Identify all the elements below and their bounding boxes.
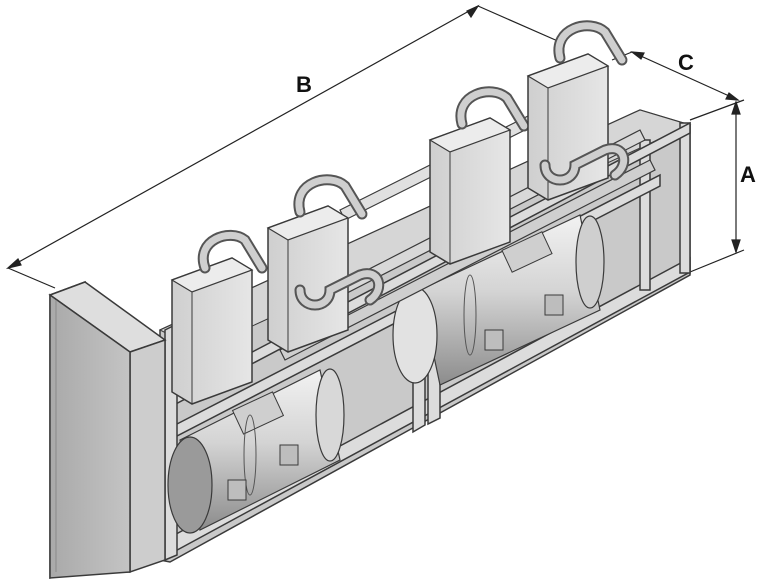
- dimension-a-label: A: [740, 162, 756, 187]
- compressor-3: [428, 86, 530, 265]
- heat-exchanger-right: [392, 214, 605, 386]
- discharge-pipes: [294, 143, 630, 311]
- dimension-b-label: B: [296, 72, 312, 97]
- heat-exchanger-left: [167, 368, 345, 534]
- compressor-2: [266, 174, 368, 353]
- control-panel: [48, 280, 167, 579]
- dimension-c: [611, 51, 740, 101]
- dimension-b: [5, 4, 561, 289]
- compressor-1: [170, 229, 268, 405]
- dimension-a: [689, 99, 745, 273]
- dimension-c-label: C: [678, 50, 694, 75]
